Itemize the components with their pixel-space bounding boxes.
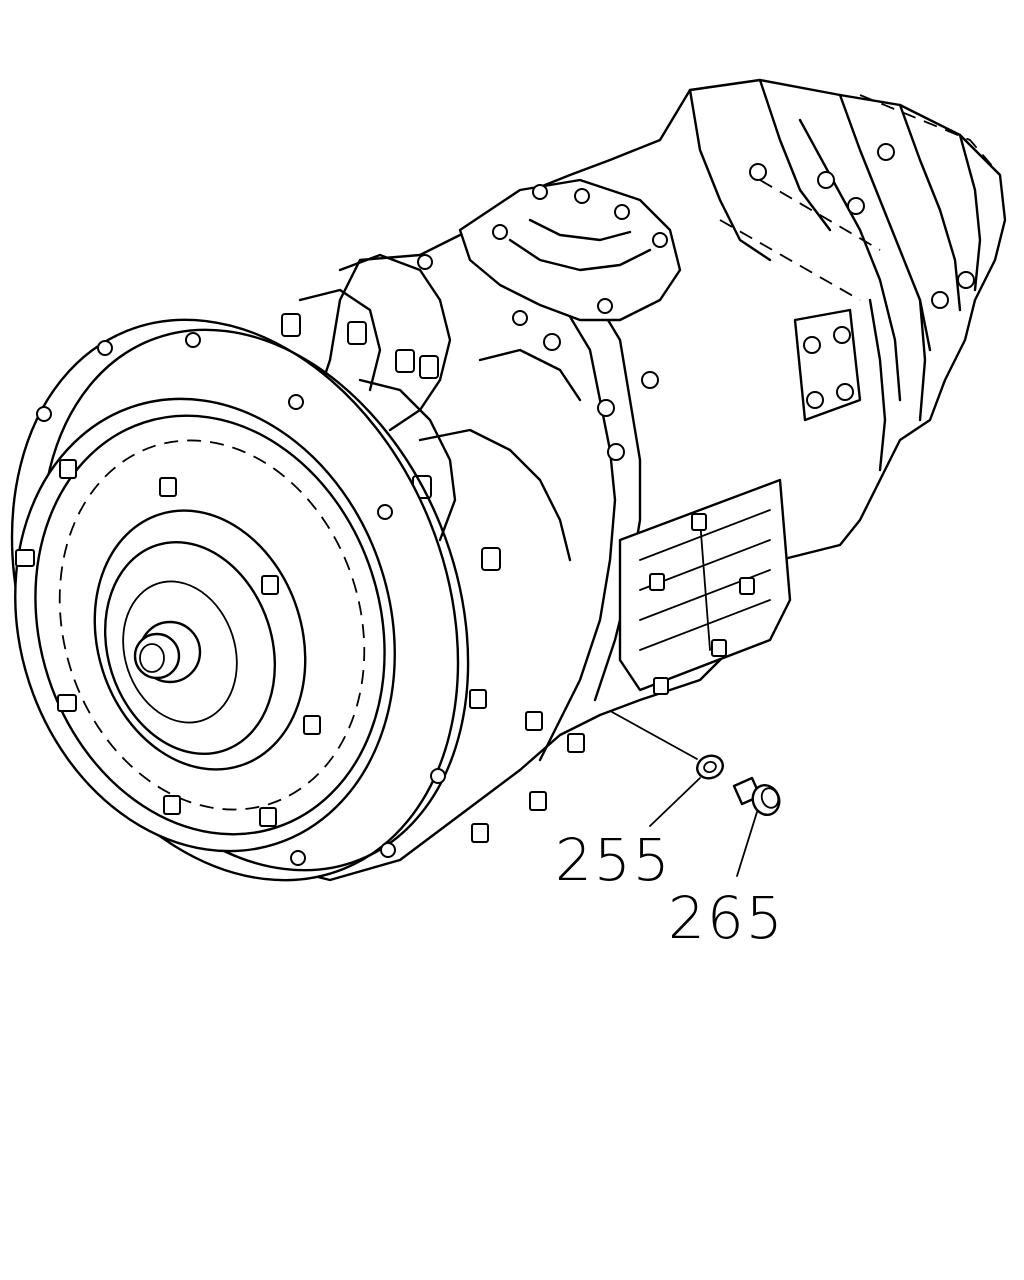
drain-plug-part [732, 776, 781, 816]
leader-line-assembly [611, 711, 698, 760]
leader-line-265 [736, 811, 758, 877]
leader-line-255 [649, 777, 701, 827]
washer-part [696, 754, 724, 780]
callout-label-255: 255 [555, 826, 672, 894]
torque-converter [14, 397, 396, 853]
callout-label-265: 265 [668, 884, 785, 952]
